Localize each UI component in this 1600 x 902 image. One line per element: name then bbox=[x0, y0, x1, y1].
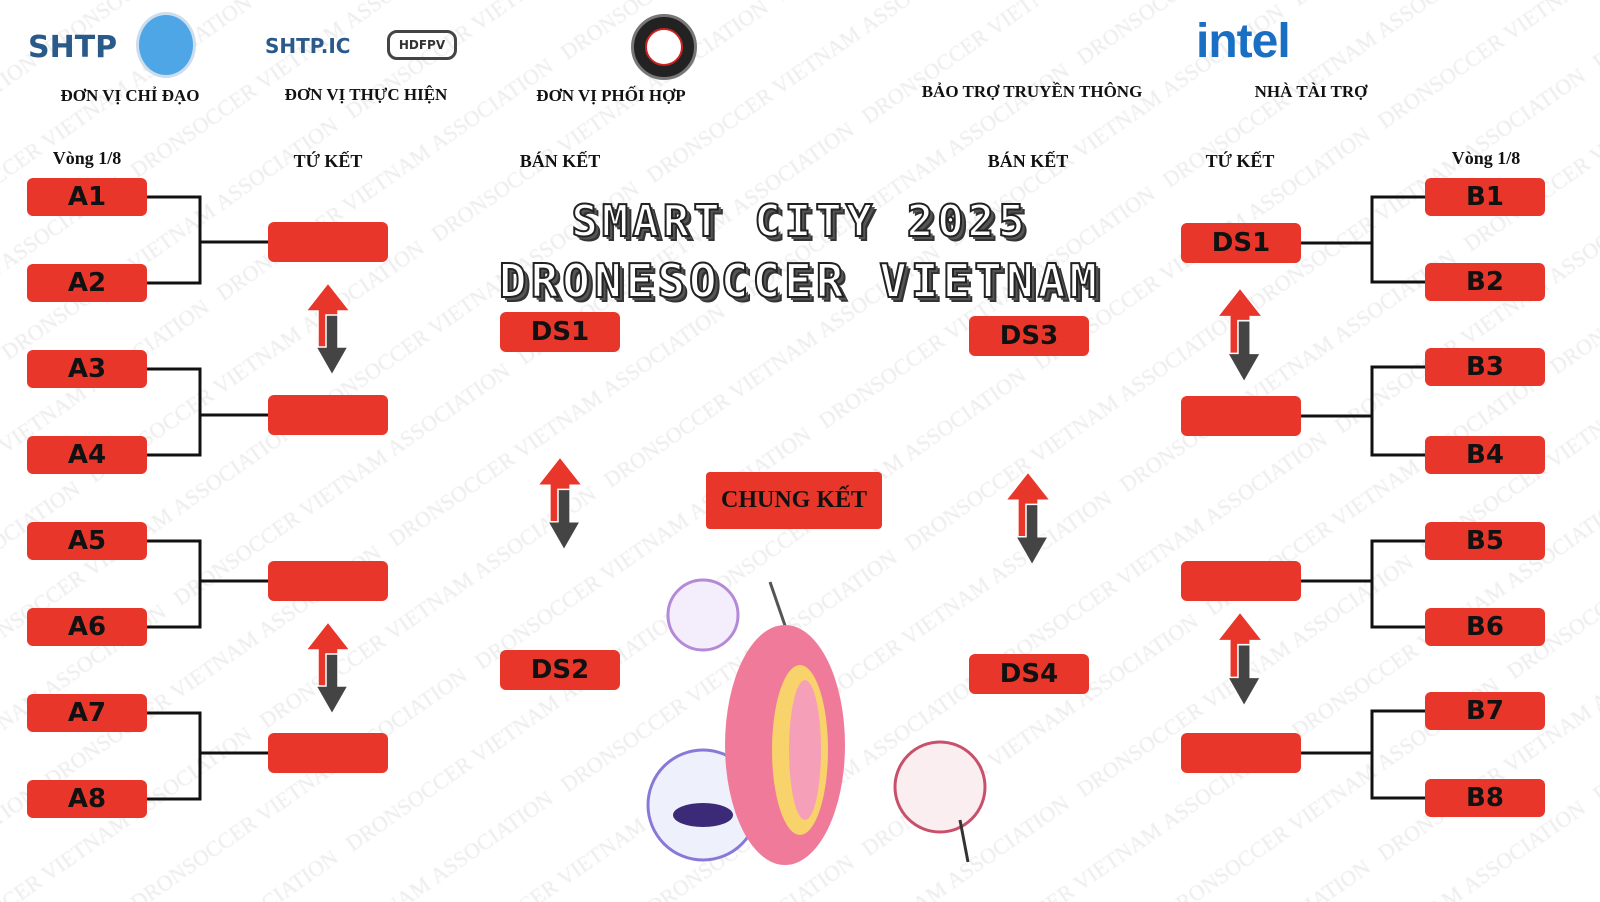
team-b1: B1 bbox=[1425, 178, 1545, 216]
shtp-logo: SHTP bbox=[28, 30, 117, 65]
bracket-line-left bbox=[146, 367, 268, 457]
quarterfinal-left-3 bbox=[268, 561, 388, 601]
final-box: CHUNG KẾT bbox=[706, 472, 882, 529]
team-a5: A5 bbox=[27, 522, 147, 560]
drone-ball-small bbox=[666, 578, 740, 652]
intel-logo-text: intel bbox=[1196, 15, 1291, 68]
team-a3: A3 bbox=[27, 350, 147, 388]
quarterfinal-left-2 bbox=[268, 395, 388, 435]
semifinal-ds1: DS1 bbox=[500, 312, 620, 352]
quarterfinal-right-1: DS1 bbox=[1181, 223, 1301, 263]
header-r16-left: Vòng 1/8 bbox=[52, 148, 122, 168]
label-implementing: ĐƠN VỊ THỰC HIỆN bbox=[284, 85, 448, 104]
header-qf-right: TỨ KẾT bbox=[1205, 151, 1275, 171]
semifinal-ds3: DS3 bbox=[969, 316, 1089, 356]
drone-ball-red bbox=[893, 740, 987, 834]
swap-arrow-icon bbox=[1004, 470, 1052, 567]
team-b4: B4 bbox=[1425, 436, 1545, 474]
shtp-ic-logo-text: SHTP.IC bbox=[265, 34, 351, 58]
team-b7: B7 bbox=[1425, 692, 1545, 730]
label-coordinating: ĐƠN VỊ PHỐI HỢP bbox=[536, 86, 686, 105]
label-directing: ĐƠN VỊ CHỈ ĐẠO bbox=[60, 86, 200, 105]
bracket-line-right bbox=[1300, 709, 1425, 800]
bracket-line-right bbox=[1300, 365, 1425, 457]
bracket-line-left bbox=[146, 711, 268, 801]
label-sponsor: NHÀ TÀI TRỢ bbox=[1254, 82, 1368, 101]
bracket-line-right bbox=[1300, 195, 1425, 284]
team-a7: A7 bbox=[27, 694, 147, 732]
semifinal-ds2: DS2 bbox=[500, 650, 620, 690]
bracket-line-left bbox=[146, 195, 268, 285]
swap-arrow-icon bbox=[304, 620, 352, 716]
team-b2: B2 bbox=[1425, 263, 1545, 301]
semifinal-ds4: DS4 bbox=[969, 654, 1089, 694]
quarterfinal-right-4 bbox=[1181, 733, 1301, 773]
team-b6: B6 bbox=[1425, 608, 1545, 646]
team-b8: B8 bbox=[1425, 779, 1545, 817]
quarterfinal-left-4 bbox=[268, 733, 388, 773]
header-r16-right: Vòng 1/8 bbox=[1451, 148, 1521, 168]
quarterfinal-right-3 bbox=[1181, 561, 1301, 601]
team-a1: A1 bbox=[27, 178, 147, 216]
hdfpv-logo-text: HDFPV bbox=[398, 38, 446, 52]
title-line1: SMART CITY 2025 bbox=[570, 196, 1029, 247]
bracket-line-left bbox=[146, 539, 268, 629]
header-sf-right: BÁN KẾT bbox=[987, 151, 1069, 171]
shtp-logo-text: SHTP bbox=[28, 30, 118, 65]
dsva-logo bbox=[631, 14, 697, 80]
team-b3: B3 bbox=[1425, 348, 1545, 386]
quarterfinal-right-2 bbox=[1181, 396, 1301, 436]
team-b5: B5 bbox=[1425, 522, 1545, 560]
hdfpv-logo: HDFPV bbox=[387, 30, 457, 60]
label-media: BẢO TRỢ TRUYỀN THÔNG bbox=[921, 82, 1143, 101]
header-sf-left: BÁN KẾT bbox=[519, 151, 601, 171]
children-house-logo bbox=[136, 12, 196, 78]
team-a2: A2 bbox=[27, 264, 147, 302]
header-qf-left: TỨ KẾT bbox=[293, 151, 363, 171]
team-a8: A8 bbox=[27, 780, 147, 818]
swap-arrow-icon bbox=[536, 455, 584, 552]
team-a6: A6 bbox=[27, 608, 147, 646]
swap-arrow-icon bbox=[304, 281, 352, 377]
swap-arrow-icon bbox=[1215, 610, 1265, 708]
intel-logo: intel bbox=[1196, 15, 1291, 68]
shtp-ic-logo: SHTP.IC bbox=[265, 34, 351, 58]
bracket-line-right bbox=[1300, 539, 1425, 629]
team-a4: A4 bbox=[27, 436, 147, 474]
quarterfinal-left-1 bbox=[268, 222, 388, 262]
swap-arrow-icon bbox=[1215, 286, 1265, 384]
title-line2: DRONESOCCER VIETNAM bbox=[498, 254, 1102, 308]
